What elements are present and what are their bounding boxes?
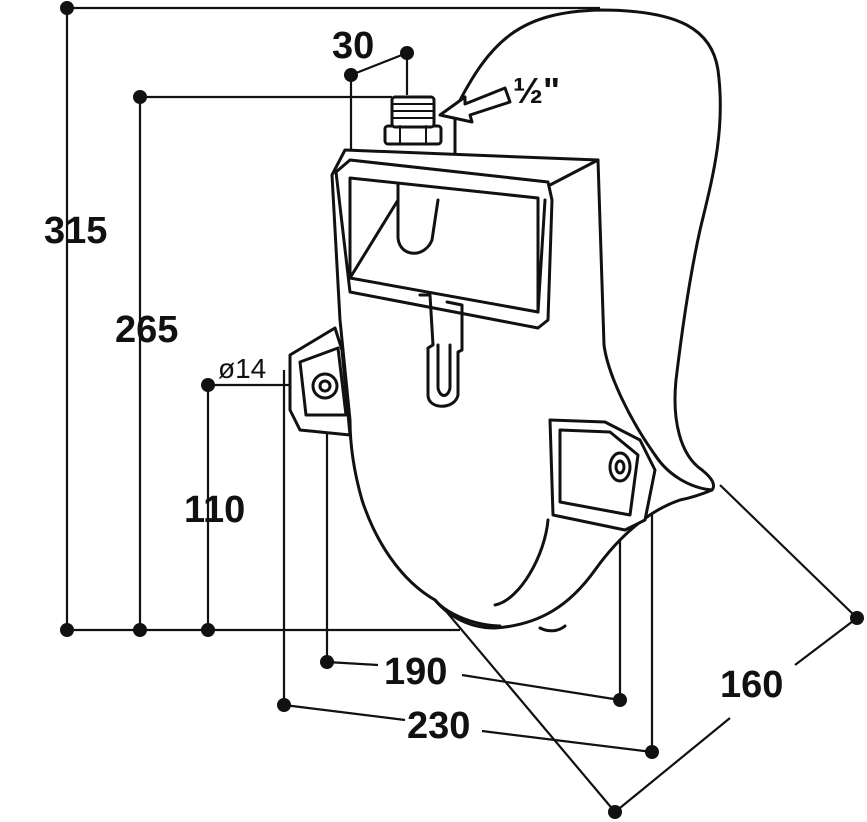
left-mounting-ear <box>288 326 352 437</box>
threaded-inlet <box>383 95 443 146</box>
height-inlet-label: 265 <box>115 309 178 351</box>
hole-spacing-label: 190 <box>384 651 447 693</box>
height-dimension-lines <box>60 1 600 637</box>
depth-label: 160 <box>720 664 783 706</box>
height-holes-label: 110 <box>184 489 245 531</box>
width-label: 230 <box>407 705 470 747</box>
thread-arrow-icon <box>438 86 512 124</box>
valve-lever-inner <box>436 343 452 397</box>
trough-rim-outer <box>334 158 554 330</box>
valve-lever <box>418 293 464 408</box>
trough-side <box>548 158 600 187</box>
inlet-offset-dimension-lines <box>344 46 414 150</box>
right-mounting-ear <box>548 418 657 532</box>
height-total-label: 315 <box>44 210 107 252</box>
inlet-offset-label: 30 <box>332 25 374 67</box>
depth-dimension-lines <box>444 484 864 819</box>
foot-bump <box>538 624 567 633</box>
thread-size-label: ½" <box>513 70 560 111</box>
valve-pipe <box>396 183 440 255</box>
bottom-lip <box>433 518 550 628</box>
hole-diameter-label: ø14 <box>218 353 266 384</box>
trough-floor <box>348 198 547 314</box>
